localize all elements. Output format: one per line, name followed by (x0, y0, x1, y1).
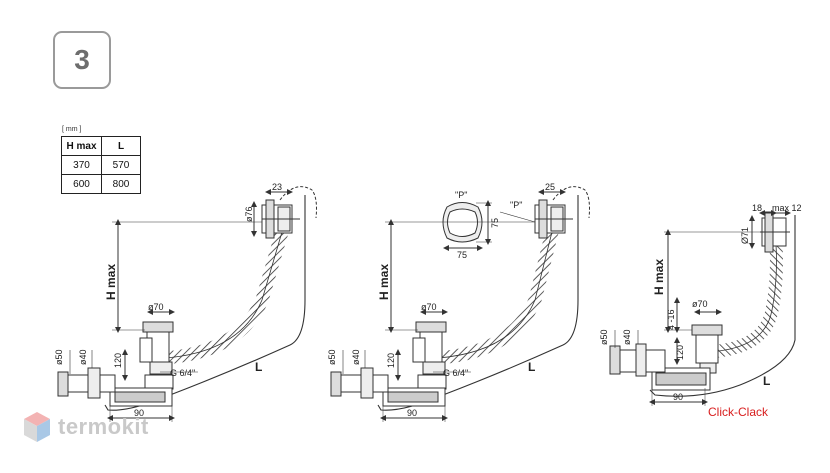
label-d50: ø50 (599, 329, 609, 345)
dimension-table: H max L 370 570 600 800 (61, 136, 141, 194)
cube-logo-icon (24, 412, 50, 442)
label-g: G 6/4" (170, 368, 195, 378)
label-d90: 90 (407, 408, 417, 418)
label-d50: ø50 (54, 349, 64, 365)
drawing-click-clack (609, 210, 796, 406)
label-d120: 120 (675, 345, 685, 360)
label-d23: 23 (272, 182, 282, 192)
table-row: 370 570 (61, 155, 141, 175)
label-d70: ø70 (148, 302, 164, 312)
label-dmax12: max 12 (772, 203, 802, 213)
label-d76: ø76 (244, 206, 254, 222)
label-d90: 90 (134, 408, 144, 418)
label-l: L (763, 374, 770, 388)
drawing-overflow-rotary (330, 186, 590, 422)
label-d4-16: 4 -16 (666, 309, 676, 330)
brand-logo-text: termokit (58, 414, 149, 439)
label-l: L (528, 360, 535, 374)
click-clack-caption: Click-Clack (708, 405, 768, 419)
table-cell: 600 (61, 174, 102, 194)
label-d75: 75 (457, 250, 467, 260)
drawing-overflow-cable (57, 186, 317, 422)
label-l: L (255, 360, 262, 374)
label-hmax: H max (377, 264, 391, 300)
table-cell: 800 (101, 174, 141, 194)
label-d120: 120 (386, 353, 396, 368)
label-d40: ø40 (622, 329, 632, 345)
label-d75: 75 (490, 218, 500, 228)
table-row: 600 800 (61, 174, 141, 194)
label-hmax: H max (104, 264, 118, 300)
label-d40: ø40 (78, 349, 88, 365)
label-d25: 25 (545, 182, 555, 192)
label-d120: 120 (113, 353, 123, 368)
table-header-row: H max L (61, 136, 141, 156)
label-d90: 90 (673, 392, 683, 402)
label-p: "P" (510, 200, 522, 210)
label-d70: ø70 (692, 299, 708, 309)
brand-logo: termokit (22, 410, 149, 444)
label-d70: ø70 (421, 302, 437, 312)
label-g: G 6/4" (443, 368, 468, 378)
table-unit: [ mm ] (62, 126, 82, 133)
label-d40: ø40 (351, 349, 361, 365)
label-p: "P" (455, 190, 467, 200)
label-d18: 18 (752, 203, 762, 213)
label-hmax: H max (652, 259, 666, 295)
step-badge: 3 (53, 31, 111, 89)
step-number: 3 (74, 44, 90, 75)
label-d71: Ø71 (740, 227, 750, 244)
label-d50: ø50 (327, 349, 337, 365)
